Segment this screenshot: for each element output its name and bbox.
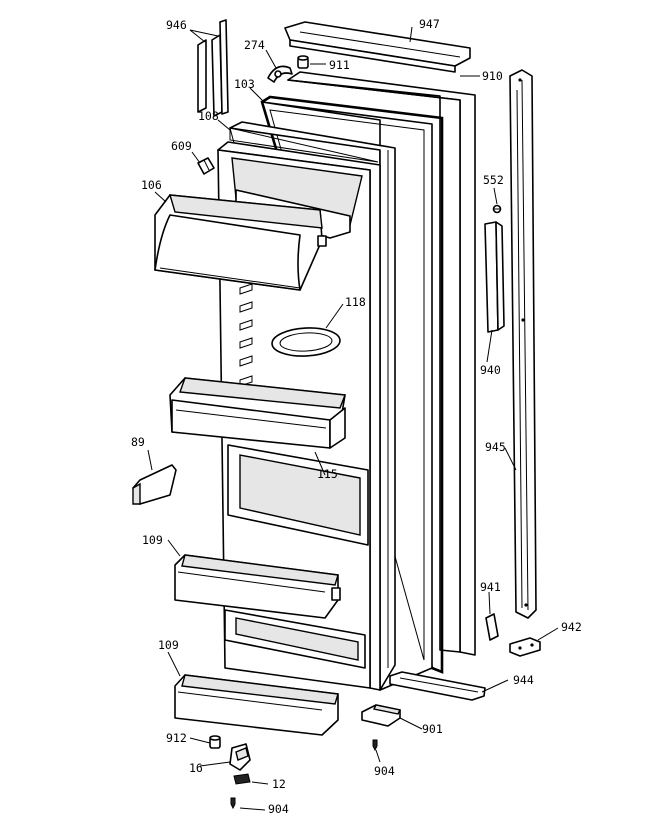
part-946-trim-strip [197,19,229,117]
callout-940: 940 [480,363,501,377]
callout-115: 115 [317,467,338,481]
callout-904-lower: 904 [268,802,289,816]
part-609-latch [197,157,215,175]
part-941-block [485,613,499,641]
part-106-dairy-bin [154,194,327,291]
callout-910: 910 [482,69,503,83]
callout-109-upper: 109 [142,533,163,547]
callout-89: 89 [131,435,145,449]
part-940-bracket [484,221,505,333]
part-12-bearing [233,773,251,785]
callout-16: 16 [189,761,203,775]
part-904-screw-lower [230,797,236,810]
part-16-hinge-bracket [229,743,251,771]
callout-946: 946 [166,18,187,32]
part-912-bushing [209,735,221,749]
callout-911: 911 [329,58,350,72]
callout-labels: 946 947 274 911 910 103 108 609 552 106 … [131,17,582,816]
part-109-door-bin-lower [174,674,339,736]
part-118-oval-cover [271,327,341,357]
callout-103: 103 [234,77,255,91]
callout-942: 942 [561,620,582,634]
callout-941: 941 [480,580,501,594]
callout-12: 12 [272,777,286,791]
part-115-shelf-bin [169,377,346,449]
callout-274: 274 [244,38,265,52]
part-552-screw [492,204,502,214]
part-947-top-cover [284,21,471,73]
leader-lines [147,26,559,811]
callout-945: 945 [485,440,506,454]
part-911-bushing [297,55,309,69]
part-109-door-bin-upper [174,554,341,619]
callout-109-lower: 109 [158,638,179,652]
callout-552: 552 [483,173,504,187]
part-274-hinge [267,65,293,83]
part-904-screw-right [372,739,378,752]
callout-108: 108 [198,109,219,123]
part-942-hinge [509,637,541,657]
callout-904-right: 904 [374,764,395,778]
part-944-bottom-trim [389,671,486,701]
callout-118: 118 [345,295,366,309]
callout-944: 944 [513,673,534,687]
callout-947: 947 [419,17,440,31]
callout-106: 106 [141,178,162,192]
callout-901: 901 [422,722,443,736]
part-901-hinge-cover [361,704,402,727]
part-89-card [132,464,177,505]
part-945-handle-rail [509,69,537,619]
callout-912: 912 [166,731,187,745]
callout-609: 609 [171,139,192,153]
